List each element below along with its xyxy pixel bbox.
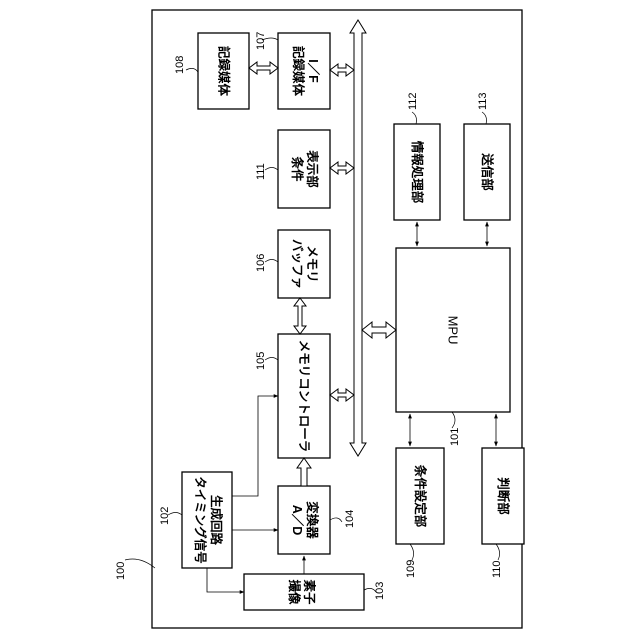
ad-converter-label-line1: A／D — [290, 505, 305, 536]
ref-108-leader — [186, 68, 198, 72]
imaging-element-label-line1: 撮像 — [287, 579, 302, 605]
system-bus — [350, 20, 366, 456]
link-bus-mpu — [362, 322, 396, 338]
timing-gen-label-line1: タイミング信号 — [193, 476, 208, 564]
memory-controller-block: メモリコントローラ — [278, 334, 330, 458]
ref-101: 101 — [449, 428, 461, 446]
recording-media-if-label-line2: I／F — [306, 59, 321, 83]
condition-display-label-line1: 条件 — [290, 155, 305, 182]
ref-110: 110 — [491, 560, 503, 578]
memory-controller-label: メモリコントローラ — [297, 340, 311, 453]
buffer-memory-label-line1: バッファ — [290, 239, 304, 289]
judgment-block: 判断部 — [482, 448, 524, 544]
ref-103: 103 — [374, 582, 386, 600]
ref-104-leader — [330, 518, 342, 522]
ref-113: 113 — [477, 92, 489, 110]
judgment-label: 判断部 — [496, 477, 511, 515]
buffer-memory-block: バッファ メモリ — [278, 230, 330, 298]
ref-111: 111 — [255, 163, 267, 180]
ref-110-leader — [496, 544, 500, 560]
ref-104: 104 — [344, 510, 356, 528]
ref-109-leader — [410, 544, 414, 560]
info-processing-label: 情報処理部 — [410, 141, 425, 204]
link-105-bus — [330, 389, 354, 401]
buffer-memory-label-line2: メモリ — [305, 245, 319, 283]
ref-107: 107 — [255, 32, 267, 50]
transmission-block: 送信部 — [464, 124, 510, 220]
condition-setting-block: 条件設定部 — [396, 448, 444, 544]
link-107-bus — [330, 64, 354, 76]
recording-media-block: 記録媒体 — [198, 33, 249, 109]
link-108-107 — [249, 62, 278, 74]
ad-converter-label-line2: 変換器 — [305, 501, 320, 539]
ref-113-leader — [482, 112, 487, 124]
link-102-105 — [232, 396, 278, 496]
ref-112-leader — [412, 112, 417, 124]
ref-106: 106 — [255, 254, 267, 272]
ref-101-leader — [452, 412, 455, 428]
mpu-label: MPU — [446, 316, 461, 345]
condition-display-block: 条件 表示部 — [278, 130, 330, 208]
condition-setting-label: 条件設定部 — [413, 464, 428, 528]
transmission-label: 送信部 — [480, 152, 495, 191]
ref-108: 108 — [174, 56, 186, 74]
system-ref-leader — [125, 559, 155, 568]
ad-converter-block: A／D 変換器 — [278, 486, 330, 554]
info-processing-block: 情報処理部 — [394, 124, 440, 220]
ref-105: 105 — [255, 352, 267, 370]
mpu-block: MPU — [396, 248, 510, 412]
timing-gen-block: タイミング信号 生成回路 — [182, 472, 232, 568]
ref-109: 109 — [405, 560, 417, 578]
recording-media-label: 記録媒体 — [217, 46, 232, 97]
recording-media-if-label-line1: 記録媒体 — [291, 46, 306, 97]
condition-display-label-line2: 表示部 — [305, 149, 320, 188]
link-106-105 — [294, 298, 306, 334]
link-111-bus — [330, 162, 354, 174]
recording-media-if-block: 記録媒体 I／F — [278, 33, 330, 109]
link-104-105 — [297, 458, 311, 486]
ref-102: 102 — [159, 507, 171, 525]
system-ref: 100 — [115, 562, 127, 580]
imaging-element-block: 撮像 素子 — [244, 574, 364, 610]
link-102-103 — [207, 568, 244, 592]
timing-gen-label-line2: 生成回路 — [209, 495, 224, 546]
imaging-element-label-line2: 素子 — [302, 579, 317, 605]
ref-112: 112 — [407, 92, 419, 110]
